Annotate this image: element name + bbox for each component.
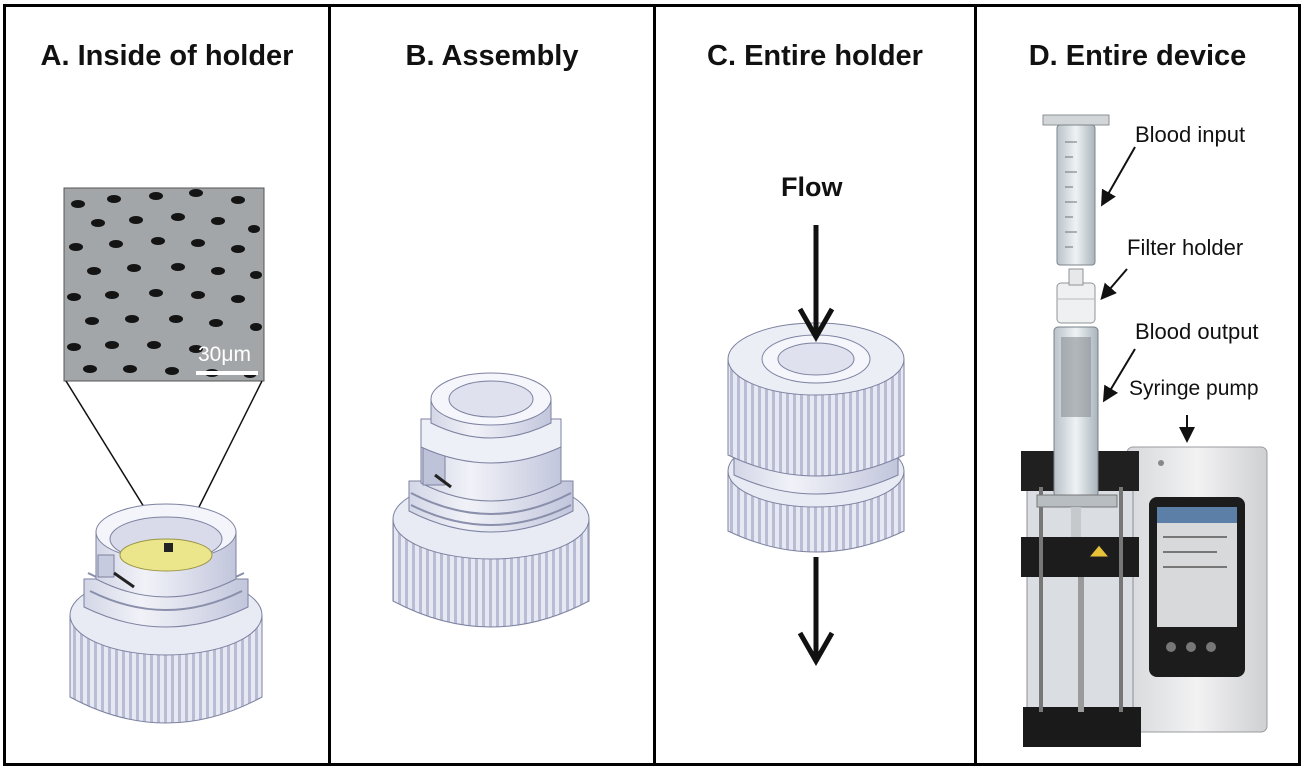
scale-bar-label: 30μm — [198, 343, 251, 366]
syringe-pump-body — [1126, 446, 1268, 733]
filter-holder-in-device — [1056, 268, 1096, 324]
entire-device-photo — [1021, 114, 1268, 747]
panel-b-title: B. Assembly — [405, 40, 579, 72]
panel-a: A. Inside of holder — [3, 4, 331, 766]
holder-open-part — [69, 503, 263, 724]
blood-input-label: Blood input — [1135, 122, 1246, 147]
panel-c-title: C. Entire holder — [707, 40, 923, 72]
panel-b: B. Assembly — [328, 4, 656, 766]
flow-label: Flow — [781, 172, 843, 202]
holder-assembly-illustration — [392, 372, 590, 628]
panel-a-title: A. Inside of holder — [40, 40, 294, 72]
filter-holder-label: Filter holder — [1127, 235, 1244, 260]
holder-entire-illustration — [727, 225, 905, 667]
panel-d: D. Entire device — [974, 4, 1301, 766]
blood-output-label: Blood output — [1135, 319, 1259, 344]
holder-inside-illustration — [63, 187, 265, 724]
syringe-pump-label: Syringe pump — [1129, 377, 1259, 400]
input-syringe — [1042, 114, 1110, 266]
output-syringe — [1036, 326, 1118, 537]
panel-c: C. Entire holder Flow — [653, 4, 977, 766]
panel-d-title: D. Entire device — [1028, 40, 1247, 72]
sem-micrograph — [63, 187, 265, 382]
